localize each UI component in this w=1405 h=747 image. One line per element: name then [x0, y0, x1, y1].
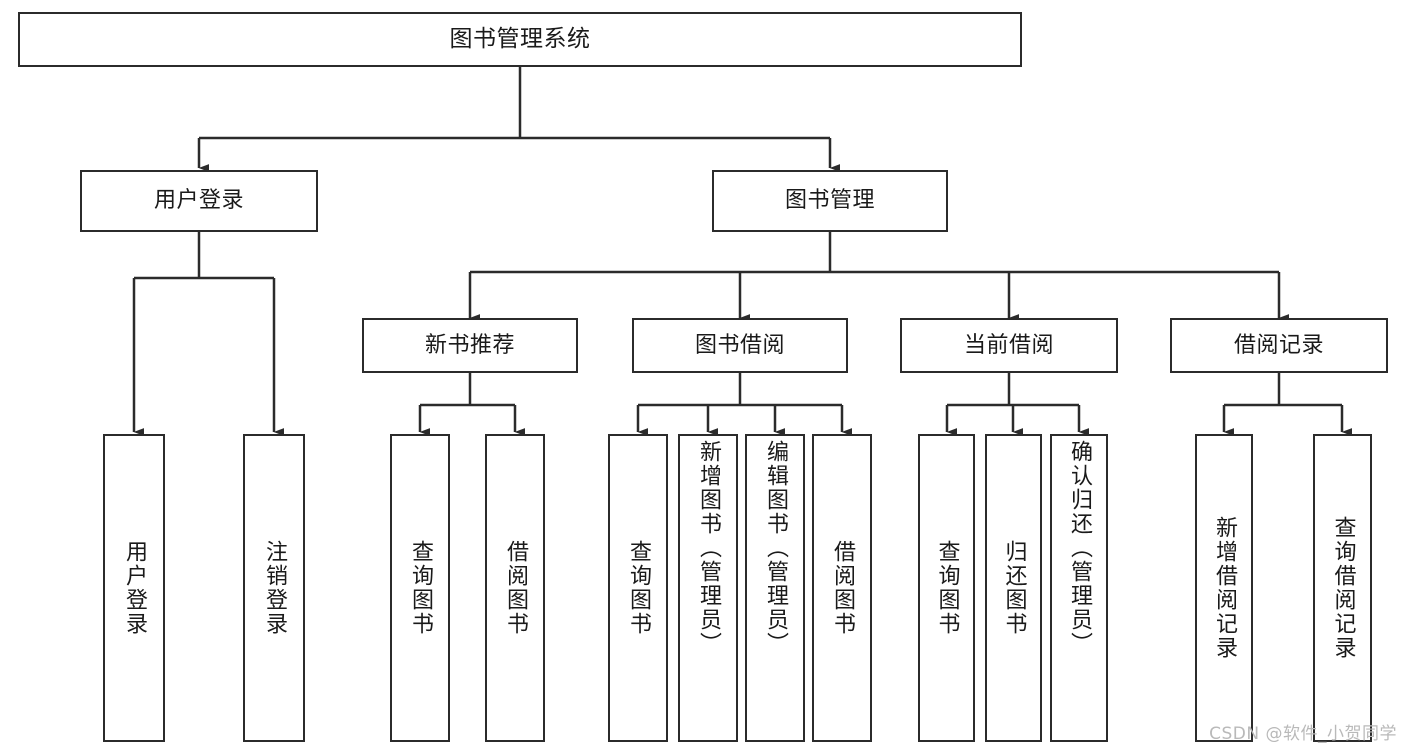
csdn-watermark: CSDN @软件_小贺同学 [1209, 724, 1397, 744]
node-label: 查询图书 [626, 540, 651, 636]
node-label: 查询借阅记录 [1330, 516, 1356, 660]
node-label: 查询图书 [408, 540, 433, 636]
node-label: 图书借阅 [694, 332, 785, 358]
leaf-add-book-admin[interactable]: 新增图书（管理员） [678, 434, 738, 742]
node-root-book-management-system[interactable]: 图书管理系统 [18, 12, 1022, 67]
node-label: 新增图书（管理员） [696, 440, 721, 656]
leaf-query-book-current[interactable]: 查询图书 [918, 434, 975, 742]
node-label: 用户登录 [122, 540, 147, 636]
node-borrow-record[interactable]: 借阅记录 [1170, 318, 1388, 373]
leaf-borrow-book-recommend[interactable]: 借阅图书 [485, 434, 545, 742]
leaf-query-book-recommend[interactable]: 查询图书 [390, 434, 450, 742]
leaf-add-borrow-record[interactable]: 新增借阅记录 [1195, 434, 1253, 742]
node-label: 注销登录 [262, 540, 287, 636]
node-label: 借阅记录 [1233, 332, 1324, 358]
node-book-management[interactable]: 图书管理 [712, 170, 948, 232]
leaf-confirm-return-admin[interactable]: 确认归还（管理员） [1050, 434, 1108, 742]
node-label: 图书管理系统 [449, 25, 591, 52]
node-new-book-recommend[interactable]: 新书推荐 [362, 318, 578, 373]
leaf-edit-book-admin[interactable]: 编辑图书（管理员） [745, 434, 805, 742]
node-label: 新书推荐 [424, 332, 515, 358]
node-label: 归还图书 [1001, 540, 1027, 636]
leaf-user-login[interactable]: 用户登录 [103, 434, 165, 742]
node-current-borrow[interactable]: 当前借阅 [900, 318, 1118, 373]
node-label: 新增借阅记录 [1212, 516, 1237, 660]
node-user-login[interactable]: 用户登录 [80, 170, 318, 232]
node-label: 编辑图书（管理员） [763, 440, 788, 656]
node-label: 借阅图书 [830, 540, 855, 636]
node-book-borrow[interactable]: 图书借阅 [632, 318, 848, 373]
node-label: 当前借阅 [963, 332, 1054, 358]
leaf-query-book-borrow[interactable]: 查询图书 [608, 434, 668, 742]
node-label: 借阅图书 [503, 540, 528, 636]
node-label: 查询图书 [934, 540, 960, 636]
node-label: 确认归还（管理员） [1067, 440, 1092, 656]
leaf-logout-login[interactable]: 注销登录 [243, 434, 305, 742]
node-label: 用户登录 [153, 188, 244, 214]
leaf-return-book[interactable]: 归还图书 [985, 434, 1042, 742]
node-label: 图书管理 [784, 188, 875, 214]
leaf-borrow-book[interactable]: 借阅图书 [812, 434, 872, 742]
leaf-query-borrow-record[interactable]: 查询借阅记录 [1313, 434, 1372, 742]
